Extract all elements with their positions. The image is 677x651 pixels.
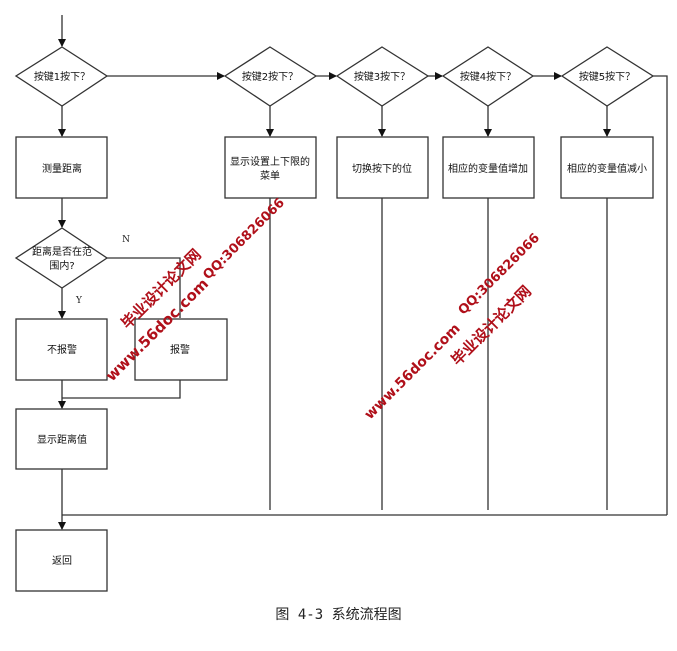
watermark-left-qq: QQ:306826066 <box>200 196 287 283</box>
measure-box <box>15 136 108 199</box>
switch-bit-label: 切换按下的位 <box>352 162 412 175</box>
measure-label: 测量距离 <box>42 162 82 175</box>
key4-label: 按键4按下？ <box>460 70 516 83</box>
decrease-label: 相应的变量值减小 <box>567 162 647 175</box>
menu-label-line1: 显示设置上下限的 <box>230 155 310 168</box>
range-label-line1: 距离是否在范 <box>32 245 92 258</box>
increase-box <box>442 136 535 199</box>
figure-caption: 图 4-3 系统流程图 <box>275 607 402 623</box>
switch-bit-box <box>336 136 429 199</box>
alarm-label: 报警 <box>170 343 190 356</box>
range-no-connector <box>107 257 181 318</box>
key3-label: 按键3按下？ <box>354 70 410 83</box>
alarm-merge-connector <box>62 380 181 399</box>
key5-no-return-connector <box>653 75 668 515</box>
show-distance-box <box>15 408 108 470</box>
range-decision <box>14 227 109 289</box>
return-label: 返回 <box>52 555 72 567</box>
return-box <box>15 529 108 592</box>
show-distance-label: 显示距离值 <box>37 433 87 446</box>
decrease-box <box>560 136 654 199</box>
increase-label: 相应的变量值增加 <box>448 162 528 175</box>
no-alarm-box <box>15 318 108 381</box>
key5-label: 按键5按下？ <box>579 70 635 83</box>
yes-branch-label: Y <box>75 296 83 306</box>
key1-label: 按键1按下？ <box>34 70 90 83</box>
menu-label-line2: 菜单 <box>260 170 280 182</box>
alarm-box <box>134 318 228 381</box>
key2-label: 按键2按下？ <box>242 70 298 83</box>
no-alarm-label: 不报警 <box>47 343 77 356</box>
menu-box <box>224 136 317 199</box>
range-label-line2: 围内? <box>49 259 74 272</box>
watermark-right-name: 毕业设计论文网 <box>448 282 535 369</box>
watermark-right-site: www.56doc.com <box>362 321 464 423</box>
watermark-right: www.56doc.com QQ:306826066 毕业设计论文网 <box>362 231 544 423</box>
no-branch-label: N <box>122 235 130 245</box>
